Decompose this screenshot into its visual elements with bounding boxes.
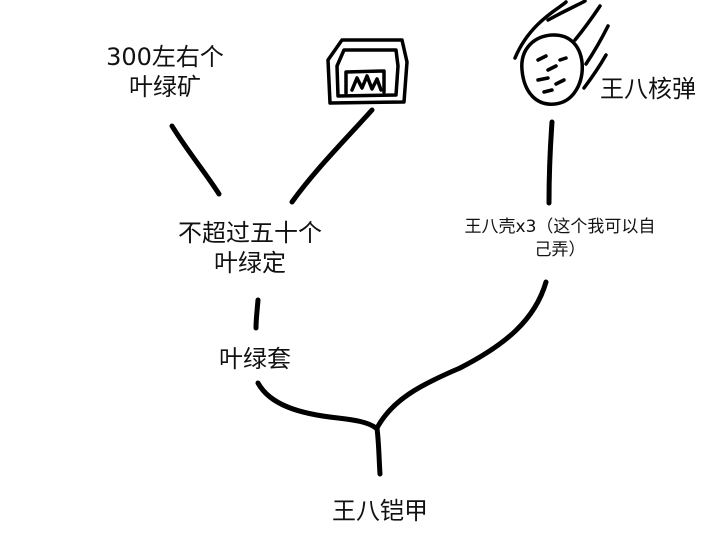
edge-furnace-to-bar — [289, 107, 375, 205]
edge-bar-to-set — [253, 297, 261, 331]
edge-armor-stem — [374, 425, 383, 477]
edge-shell-to-armor — [374, 279, 549, 431]
node-turtle-shell: 王八壳x3（这个我可以自 己弄） — [464, 217, 656, 260]
node-chlorophyte-bar: 不超过五十个 叶绿定 — [178, 219, 322, 277]
node-chlorophyte-ore: 300左右个 叶绿矿 — [106, 43, 224, 101]
node-chlorophyte-set: 叶绿套 — [219, 345, 291, 373]
node-turtle-nuke: 王八核弹 — [600, 75, 696, 103]
edge-nuke-to-shell — [546, 119, 555, 206]
meteor-icon — [513, 0, 610, 106]
edge-ore-to-bar — [169, 123, 222, 197]
furnace-icon — [326, 38, 409, 105]
edge-set-to-armor — [255, 380, 379, 431]
node-turtle-armor: 王八铠甲 — [332, 497, 428, 525]
